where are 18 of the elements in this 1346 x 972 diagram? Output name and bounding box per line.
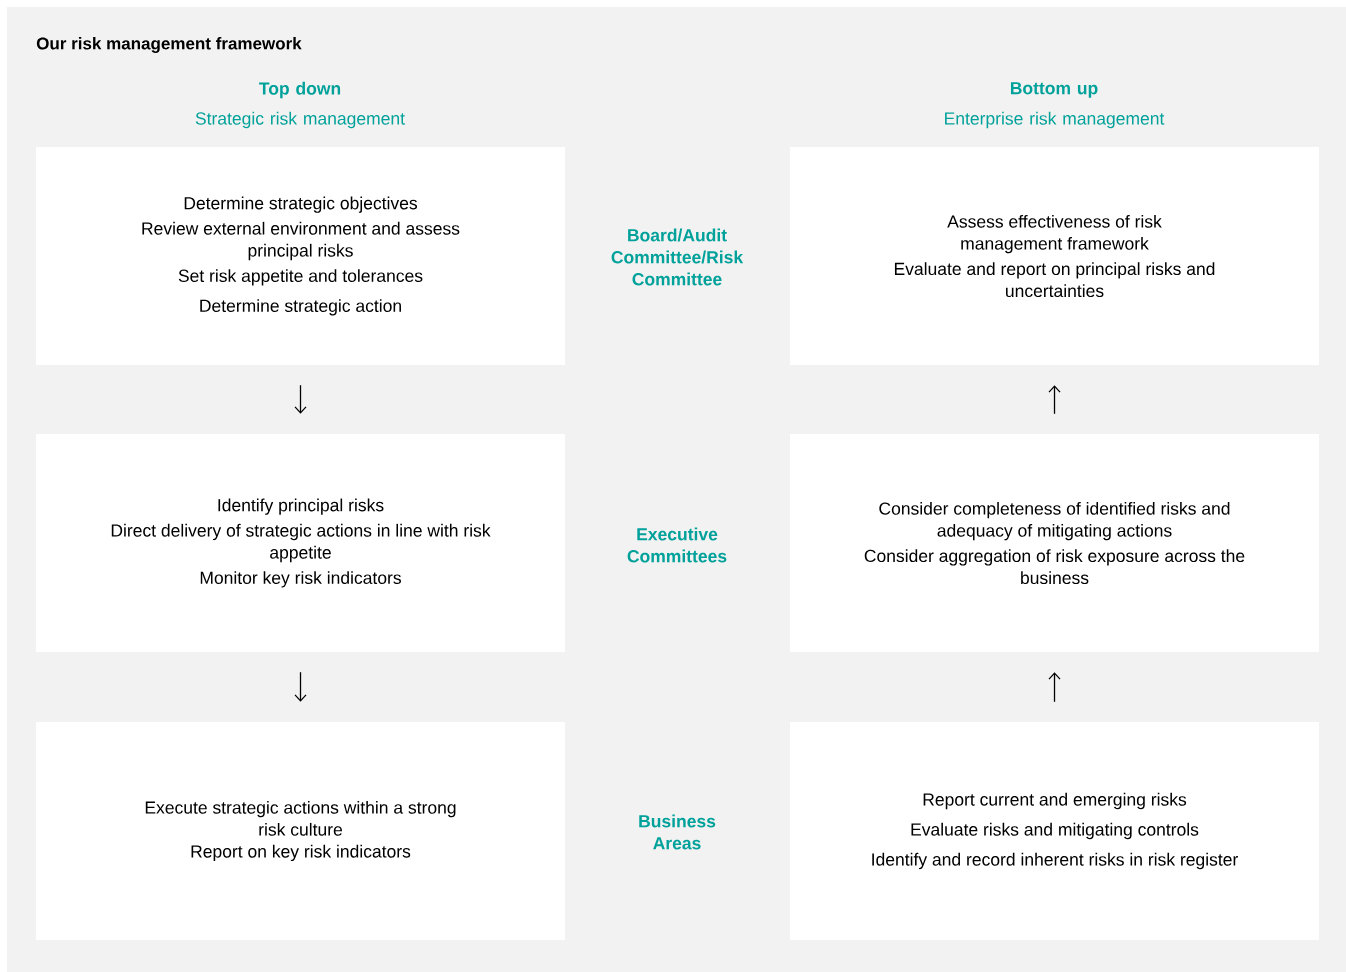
text-box: Identify principal risks Direct delivery of strategic actions in line with risk appetite Monitor key risk indicators <box>36 434 565 652</box>
text-box: Consider completeness of identified risks and adequacy of mitigating actions Consider aggregation of risk exposure across the business <box>790 434 1319 652</box>
heading: Bottom up <box>1010 82 1098 98</box>
heading: Executive Committees <box>627 527 727 563</box>
arrow <box>294 384 307 414</box>
arrow <box>1048 385 1061 415</box>
heading: Board/Audit Committee/Risk Committee <box>611 228 744 286</box>
text-box: Assess effectiveness of risk management framework Evaluate and report on principal risks and uncertainties <box>790 147 1319 365</box>
heading: Top down <box>259 81 341 99</box>
heading: Enterprise risk management <box>945 111 1165 129</box>
arrow <box>294 671 307 702</box>
arrow <box>1048 672 1061 703</box>
text-box: Report current and emerging risks Evaluate risks and mitigating controls Identify and record inherent risks in risk register <box>790 722 1319 940</box>
text-box: Execute strategic actions within a strong risk culture Report on key risk indicators <box>36 722 565 940</box>
heading: Business Areas <box>639 814 716 850</box>
text-box: Determine strategic objectives Review external environment and assess principal risks Set risk appetite and tolerances Determine strategic action <box>36 147 565 365</box>
title: Our risk management framework <box>36 37 302 53</box>
heading: Strategic risk management <box>195 111 405 129</box>
